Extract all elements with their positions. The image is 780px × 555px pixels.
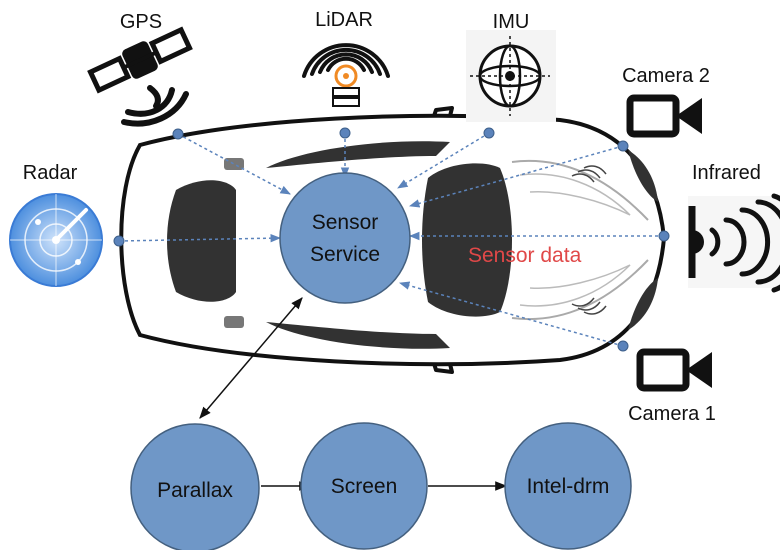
- camera2-label: Camera 2: [622, 65, 710, 87]
- lidar-icon: [302, 43, 390, 107]
- video-camera-icon: [636, 348, 712, 392]
- headlight-top: [628, 150, 658, 202]
- sensor-data-label: Sensor data: [468, 244, 582, 267]
- rear-window: [167, 180, 236, 302]
- hood-vent-top: [571, 165, 607, 183]
- imu-icon: [466, 30, 556, 122]
- camera1-label: Camera 1: [628, 403, 716, 425]
- sensor-service-label-line2: Service: [310, 243, 380, 266]
- satellite-icon: [87, 26, 193, 94]
- rear-lamp-top: [224, 158, 244, 170]
- imu-label: IMU: [493, 11, 530, 33]
- lidar-label: LiDAR: [315, 9, 373, 31]
- hood-detail-bottom: [519, 264, 631, 307]
- gps-label: GPS: [120, 11, 162, 33]
- rear-lamp-bottom: [224, 316, 244, 328]
- connection-radar: [118, 233, 282, 243]
- hood-line-top: [511, 160, 649, 221]
- sensor-connections: [118, 132, 664, 347]
- video-camera-icon: [626, 94, 702, 138]
- radar-icon: [9, 193, 103, 287]
- sensor-service-label-line1: Sensor: [312, 211, 379, 234]
- infrared-label: Infrared: [692, 162, 761, 184]
- side-window-top: [266, 141, 450, 168]
- pipeline-label-screen: Screen: [331, 475, 398, 498]
- hood-detail-top: [519, 173, 631, 216]
- connection-dots: [113, 127, 670, 352]
- satellite-signal-waves: [121, 85, 189, 127]
- pipeline-label-parallax: Parallax: [157, 479, 233, 502]
- pipeline-node-inteldrm: [504, 422, 632, 550]
- side-window-bottom: [266, 322, 450, 349]
- pipeline-node-screen: [300, 422, 428, 550]
- service-parallax-link: [199, 297, 303, 419]
- connection-camera1: [398, 281, 624, 347]
- connection-camera2: [408, 145, 624, 208]
- sensor-service-node: [279, 172, 411, 304]
- windshield: [422, 163, 512, 317]
- radar-label: Radar: [23, 162, 78, 184]
- infrared-icon: [688, 193, 780, 293]
- headlight-bottom: [628, 278, 658, 330]
- pipeline-label-inteldrm: Intel-drm: [527, 475, 610, 498]
- hood-vent-bottom: [571, 297, 607, 315]
